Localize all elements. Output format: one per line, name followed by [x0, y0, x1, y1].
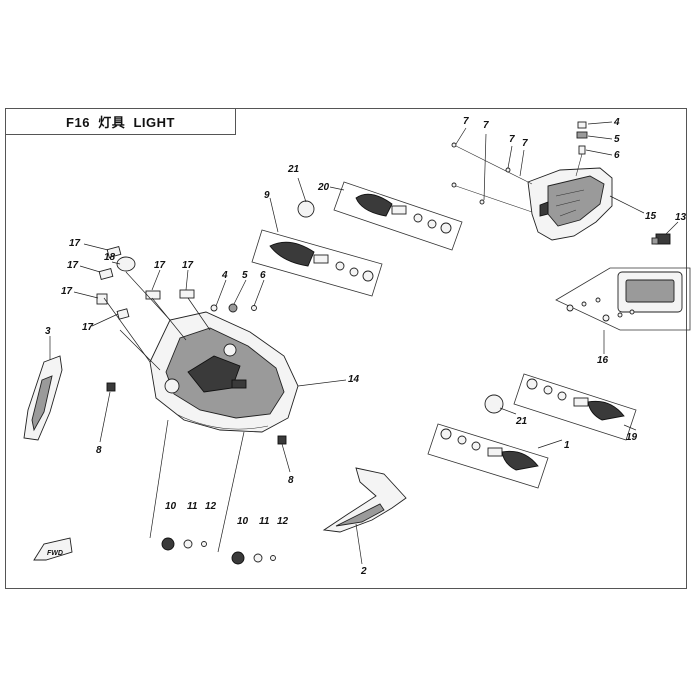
- callout-12-left: 12: [205, 501, 217, 512]
- callout-labels: 21 20 9 7 7 7 7 4 5 6 15 13 16 19 1 21 2…: [45, 116, 687, 577]
- callout-11-right: 11: [259, 516, 270, 527]
- part-18-ring: [116, 256, 136, 272]
- leader-lines: [49, 121, 679, 565]
- callout-7d: 7: [522, 138, 528, 149]
- title-cn: 灯具: [98, 115, 126, 130]
- callout-5-front: 5: [242, 270, 248, 281]
- callout-2: 2: [360, 566, 367, 577]
- page-title: F16 灯具 LIGHT: [66, 112, 175, 131]
- callout-12-right: 12: [277, 516, 289, 527]
- callout-8-left: 8: [96, 445, 102, 456]
- part-4-5-6-hardware-rear: [575, 121, 588, 177]
- callout-17a: 17: [69, 238, 81, 249]
- callout-7a: 7: [463, 116, 469, 127]
- callout-13: 13: [675, 212, 687, 223]
- part-17-pads: [96, 246, 195, 320]
- callout-18: 18: [104, 252, 116, 263]
- callout-17f: 17: [182, 260, 194, 271]
- part-21-cap-lower: [484, 394, 504, 414]
- callout-1: 1: [564, 440, 570, 451]
- callout-11-left: 11: [187, 501, 198, 512]
- callout-20: 20: [317, 182, 330, 193]
- callout-9: 9: [264, 190, 270, 201]
- callout-10-left: 10: [165, 501, 177, 512]
- callout-21-lower: 21: [515, 416, 528, 427]
- part-3-reflector-bracket: [23, 355, 63, 441]
- part-16-license-light: [555, 267, 691, 331]
- part-8-clip-left: [106, 382, 116, 392]
- title-box: F16 灯具 LIGHT: [5, 108, 236, 135]
- part-9-turn-signal: [251, 229, 383, 297]
- part-8-clip-right: [277, 435, 287, 445]
- title-code: F16: [66, 115, 90, 130]
- part-21-cap-upper: [297, 200, 315, 218]
- callout-6-front: 6: [260, 270, 266, 281]
- part-10-11-12-hardware-right: [231, 551, 276, 565]
- callout-16: 16: [597, 355, 609, 366]
- part-4-5-6-hardware-front: [210, 303, 257, 313]
- part-19-turn-signal: [513, 373, 637, 441]
- diagram-frame: [5, 108, 687, 589]
- title-en: LIGHT: [133, 115, 175, 130]
- callout-8-right: 8: [288, 475, 294, 486]
- fwd-label: FWD: [47, 550, 63, 557]
- callout-7c: 7: [509, 134, 515, 145]
- part-2-reflector-bracket: [322, 467, 407, 533]
- part-13-connector: [651, 233, 671, 245]
- callout-10-right: 10: [237, 516, 249, 527]
- callout-14: 14: [348, 374, 360, 385]
- callout-21: 21: [287, 164, 300, 175]
- callout-17c: 17: [61, 286, 73, 297]
- callout-17e: 17: [154, 260, 166, 271]
- part-1-turn-signal: [427, 423, 549, 489]
- callout-17b: 17: [67, 260, 79, 271]
- callout-3: 3: [45, 326, 51, 337]
- callout-5-rear: 5: [614, 134, 620, 145]
- fwd-arrow-icon: FWD: [33, 537, 73, 561]
- part-20-turn-signal: [333, 181, 463, 251]
- part-10-11-12-hardware-left: [161, 537, 207, 551]
- callout-15: 15: [645, 211, 657, 222]
- part-14-headlight: [149, 311, 299, 433]
- callout-17d: 17: [82, 322, 94, 333]
- callout-7b: 7: [483, 120, 489, 131]
- callout-6-rear: 6: [614, 150, 620, 161]
- part-15-tail-light: [527, 167, 613, 241]
- part-7-bolts: [451, 142, 533, 213]
- callout-4-front: 4: [221, 270, 228, 281]
- callout-4-rear: 4: [613, 117, 620, 128]
- callout-19: 19: [626, 432, 638, 443]
